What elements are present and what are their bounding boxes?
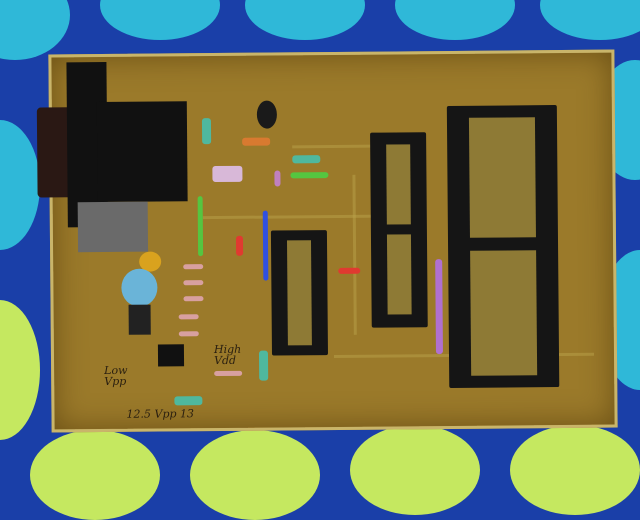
- capacitor-film: [212, 165, 243, 183]
- jumper-wire: [262, 210, 269, 281]
- resistor: [292, 155, 321, 164]
- ic-socket-18pin: [270, 230, 328, 356]
- db9-mount-bracket: [77, 201, 149, 253]
- ic-socket-28pin: [370, 132, 428, 328]
- diode: [178, 314, 199, 320]
- label-high-vdd: High Vdd: [213, 343, 241, 368]
- jumper-wire: [435, 259, 443, 355]
- polka-dot: [0, 120, 40, 250]
- label-vpp: Vpp: [104, 374, 127, 389]
- polka-dot: [100, 0, 220, 40]
- diode: [214, 370, 243, 377]
- polka-dot: [510, 425, 640, 515]
- electrolytic-capacitor: [121, 268, 158, 307]
- db9-body: [96, 101, 188, 203]
- copper-trace: [352, 174, 357, 335]
- label-vdd: Vdd: [213, 353, 237, 368]
- jumper-wire: [290, 172, 329, 179]
- jumper-wire: [197, 196, 204, 257]
- polka-dot: [350, 425, 480, 515]
- polka-dot: [245, 0, 365, 40]
- ic-socket-40pin: [446, 105, 560, 388]
- regulator-ic: [157, 344, 185, 367]
- resistor: [258, 350, 269, 381]
- resistor: [174, 396, 203, 406]
- voltage-regulator: [128, 304, 151, 335]
- polka-dot: [540, 0, 640, 40]
- resistor: [242, 137, 271, 146]
- polka-dot: [0, 0, 70, 60]
- diode: [183, 280, 204, 286]
- diode: [178, 331, 199, 337]
- polka-dot: [190, 430, 320, 520]
- polka-dot: [30, 430, 160, 520]
- polka-dot: [0, 300, 40, 440]
- resistor: [201, 118, 212, 145]
- diode: [183, 296, 204, 302]
- diode: [183, 264, 204, 270]
- pcb-board: Low Vpp High Vdd 12.5 Vpp 13: [36, 49, 618, 433]
- resistor: [338, 267, 361, 274]
- copper-trace: [292, 144, 373, 149]
- transistor: [256, 100, 278, 129]
- polka-dot: [395, 0, 515, 40]
- led: [235, 235, 244, 256]
- label-vpp-select: 12.5 Vpp 13: [126, 407, 195, 421]
- label-low-vpp: Low Vpp: [104, 364, 128, 389]
- capacitor: [274, 170, 281, 187]
